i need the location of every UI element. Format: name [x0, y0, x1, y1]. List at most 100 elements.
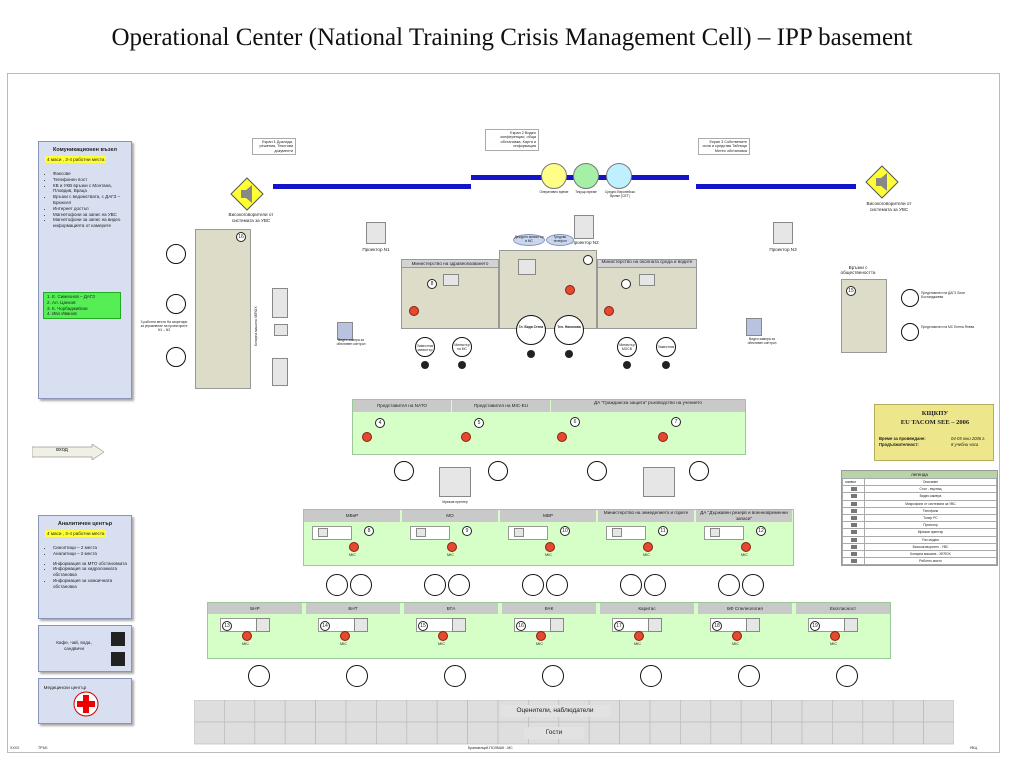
legend-symbol-icon [850, 537, 857, 542]
legend-desc: Fax модем [864, 535, 997, 544]
observer-seat-cell [406, 699, 438, 723]
observer-seat-cell [892, 699, 924, 723]
observer-seat-cell [345, 721, 377, 745]
row3-seat [742, 574, 764, 596]
row3-seat [326, 574, 348, 596]
observer-seat-cell [740, 721, 772, 745]
legend-title: легенда [842, 471, 997, 478]
observer-seat-cell [588, 721, 620, 745]
observers-label: Оценители, наблюдатели [500, 705, 610, 717]
clock-cet-label: Средно Европейско Време (CET) [604, 190, 636, 198]
legend-row: Тонер PC [842, 513, 997, 523]
row4-seat [836, 665, 858, 687]
row4-mic [732, 631, 742, 641]
row3-seat [350, 574, 372, 596]
observer-seat-cell [284, 699, 316, 723]
row2-mic-2 [461, 432, 471, 442]
row3-seat [546, 574, 568, 596]
row3-mic-label: MIC [545, 553, 552, 557]
legend-row: Копирна машина - XEROX [842, 549, 997, 559]
camera-left-icon [337, 322, 353, 340]
row3-header: МО [402, 510, 498, 522]
clock-current [573, 163, 599, 189]
row2-seat-2 [488, 461, 508, 481]
camera-right-label: Видео камера за обективен контрол [747, 337, 777, 345]
screen-3-callout: Екран 3 Собствените сили и средства Табл… [698, 138, 750, 156]
projector-2-label: Проектор N2 [571, 240, 599, 245]
observer-seat-cell [376, 699, 408, 723]
dept-env [597, 259, 697, 329]
bubble-phone: Гредово телефон [546, 234, 574, 246]
top-seat-6: Заместник [656, 337, 676, 357]
chair-1 [421, 361, 429, 369]
row3-mic-label: MIC [447, 553, 454, 557]
operator-seat-1 [166, 244, 186, 264]
communication-person: 1. Е. Симеонов – ДАГЗ [47, 294, 95, 299]
analytic-item: Аналитици – 2 места [53, 551, 131, 557]
row2-num-5: 5 [474, 418, 484, 428]
row3-seat [620, 574, 642, 596]
row4-header: БТА [404, 603, 498, 614]
row3-mic [741, 542, 751, 552]
row3-mic-label: MIC [741, 553, 748, 557]
legend-symbol-icon [850, 551, 857, 556]
clock-current-label: Текущо време [575, 190, 597, 194]
observer-seat-cell [345, 699, 377, 723]
camera-left-label: Видео камера за обективен контрол [336, 338, 366, 346]
row4-mic-label: MIC [634, 642, 641, 646]
legend-desc: Мрежов принтер [864, 528, 997, 537]
dept-health-header: Министерство на здравеопазването [401, 259, 499, 268]
communication-item: Магнетофони за запис на видео информация… [53, 217, 131, 229]
legend-desc: Високоговорител - УВС [864, 542, 997, 551]
row4-mic-label: MIC [438, 642, 445, 646]
row2-mic-1 [362, 432, 372, 442]
row3-mic [349, 542, 359, 552]
row4-mic-label: MIC [536, 642, 543, 646]
row4-seat [738, 665, 760, 687]
exercise-duration-label: Продължителност: [879, 442, 919, 447]
legend-symbol-icon [850, 530, 857, 535]
legend-symbol [842, 521, 865, 530]
legend-row: Мрежов принтер [842, 528, 997, 537]
row4-header: БЧК [502, 603, 596, 614]
top-seat-4: Тел. Николова [554, 315, 584, 345]
row4-mic-label: MIC [830, 642, 837, 646]
legend-symbol [842, 542, 865, 551]
observer-seat-cell [649, 721, 681, 745]
observer-seat-cell [892, 721, 924, 745]
communication-item: Интернет достъп [53, 206, 131, 212]
legend-col-desc: Описание [864, 477, 997, 487]
medical-label: Медицински център [43, 685, 87, 690]
row2-mic-4 [658, 432, 668, 442]
row4-pc [354, 618, 368, 632]
row3-pc [416, 528, 426, 537]
dept-health-number: 8 [427, 279, 437, 289]
communication-person: 3. К. Чорбаджийски [47, 305, 88, 311]
row3-header: МВнР [304, 510, 400, 522]
footer-right: ЯКЦ [970, 746, 978, 750]
analytic-list: Синоптици – 2 местаАналитици – 2 места [47, 545, 131, 557]
red-cross-icon [73, 691, 99, 717]
footer-center: Бранмелций ГЮЛМАК - МС [468, 746, 513, 750]
speaker-left-icon [230, 177, 264, 211]
row2-printer-2 [643, 467, 675, 497]
communication-panel-badge: 4 маси , 3-4 работни места [45, 156, 107, 163]
clock-operational [541, 163, 567, 189]
row2-header-nato: Представител на NATO [353, 400, 451, 412]
chair-2 [458, 361, 466, 369]
observer-seat-cell [862, 699, 894, 723]
row4-pc [550, 618, 564, 632]
chair-6 [662, 361, 670, 369]
row3-pc [318, 528, 328, 537]
legend-desc: Тонер PC [864, 513, 997, 523]
row3-mic [643, 542, 653, 552]
legend-desc: Телефони [864, 506, 997, 515]
legend-symbol [842, 485, 865, 494]
dept-health-mic [409, 306, 419, 316]
row3-seat [718, 574, 740, 596]
observer-seat-cell [467, 699, 499, 723]
analytic-list-2: Информация за МТО обстановкатаИнформация… [47, 561, 131, 590]
observer-seat-cell [710, 721, 742, 745]
analytic-panel-title: Аналитичен център [57, 521, 113, 527]
